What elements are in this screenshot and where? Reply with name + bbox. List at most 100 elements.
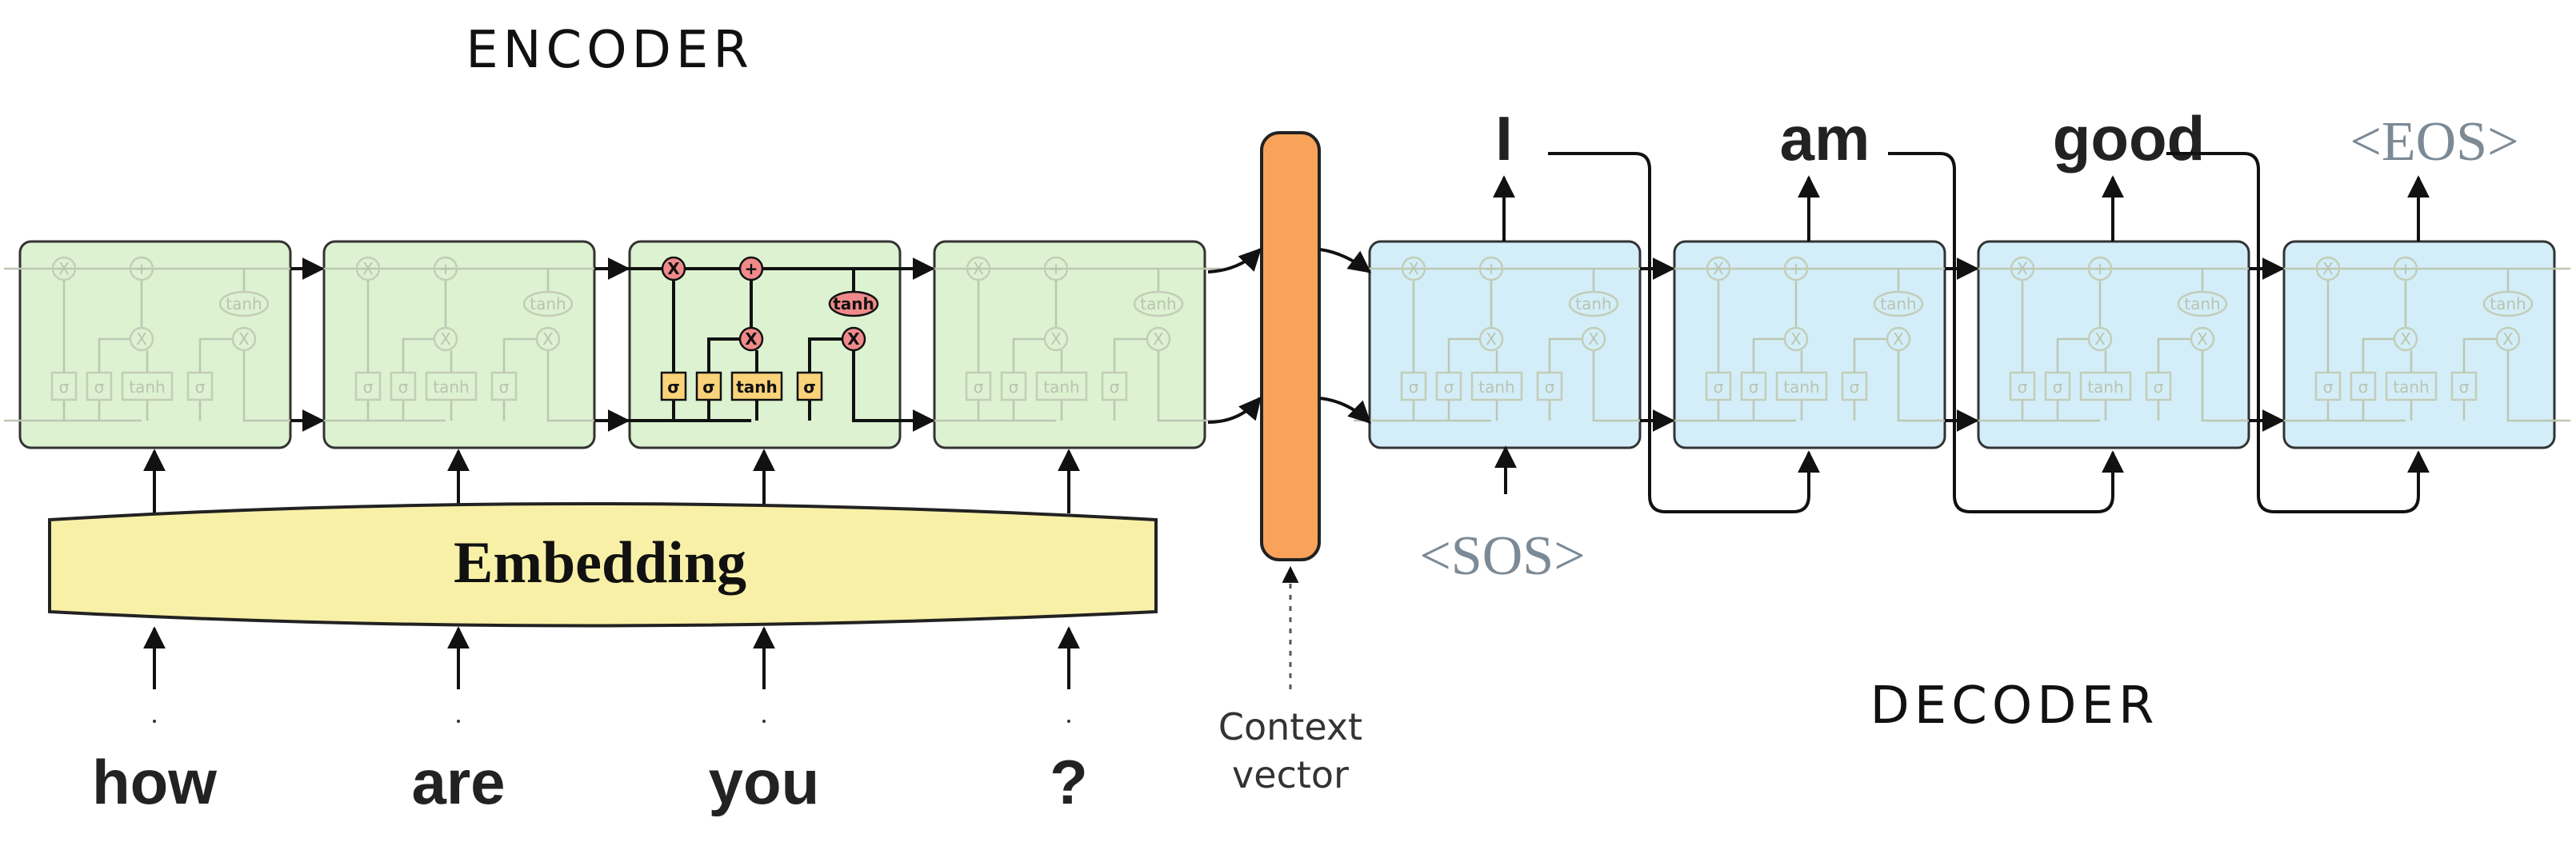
input-word-4: ? xyxy=(1050,747,1088,817)
tanh-label: tanh xyxy=(530,294,566,313)
gate-label: σ xyxy=(398,377,409,397)
op-4 xyxy=(841,326,866,352)
op-label: X xyxy=(1713,259,1724,278)
op-label: X xyxy=(2400,329,2411,349)
tanh-op xyxy=(522,290,574,317)
op-4 xyxy=(2495,326,2521,352)
gate-label: σ xyxy=(1714,377,1724,397)
op-1 xyxy=(2315,256,2341,281)
op-2 xyxy=(1478,256,1504,281)
gate-label: σ xyxy=(702,377,715,397)
input-word-3: you xyxy=(709,747,820,817)
encoder-to-context-arrows xyxy=(1207,247,1372,424)
feedback-arrow xyxy=(2166,152,2430,513)
tanh-label: tanh xyxy=(1140,294,1176,313)
gate-label: σ xyxy=(195,377,206,397)
gate-label: tanh xyxy=(736,377,778,397)
gate-label: tanh xyxy=(1783,377,1819,397)
op-label: + xyxy=(1790,259,1803,278)
gate-label: σ xyxy=(974,377,984,397)
op-1 xyxy=(51,256,77,281)
output-token-1: I xyxy=(1495,103,1513,174)
op-2 xyxy=(433,256,458,281)
gate-label: σ xyxy=(1545,377,1555,397)
gate-label: σ xyxy=(499,377,510,397)
op-label: + xyxy=(1485,259,1498,278)
embedding-layer: Embedding xyxy=(48,502,1158,628)
gate-label: σ xyxy=(2018,377,2028,397)
op-label: X xyxy=(2017,259,2028,278)
gate-label: tanh xyxy=(2087,377,2123,397)
op-label: + xyxy=(745,259,758,278)
op-4 xyxy=(231,326,257,352)
context-vector: Context vector xyxy=(1218,131,1362,796)
context-label-line2: vector xyxy=(1232,753,1349,796)
op-label: X xyxy=(542,329,554,349)
op-1 xyxy=(966,256,991,281)
gate-label: σ xyxy=(59,377,70,397)
gate-label: σ xyxy=(667,377,680,397)
tanh-op xyxy=(828,290,879,317)
op-label: X xyxy=(2094,329,2106,349)
op-1 xyxy=(1401,256,1426,281)
op-4 xyxy=(2190,326,2215,352)
gate-label: tanh xyxy=(129,377,165,397)
gate-label: σ xyxy=(363,377,374,397)
op-label: X xyxy=(1050,329,1062,349)
decoder-start-input: <SOS> xyxy=(1419,445,1586,587)
op-2 xyxy=(2393,256,2418,281)
tanh-label: tanh xyxy=(226,294,262,313)
op-label: + xyxy=(439,259,453,278)
encoder-title: ENCODER xyxy=(466,21,754,80)
gate-label: tanh xyxy=(433,377,469,397)
op-4 xyxy=(1581,326,1606,352)
tanh-label: tanh xyxy=(833,294,874,313)
op-label: X xyxy=(2502,329,2514,349)
op-1 xyxy=(1706,256,1731,281)
input-word-2: are xyxy=(411,747,505,817)
output-token-3: good xyxy=(2053,103,2206,174)
op-label: X xyxy=(745,329,758,349)
op-label: X xyxy=(136,329,147,349)
op-3 xyxy=(738,326,764,352)
op-label: X xyxy=(362,259,374,278)
op-label: X xyxy=(667,259,680,278)
op-3 xyxy=(2087,326,2113,352)
gate-label: σ xyxy=(2459,377,2470,397)
op-label: X xyxy=(1408,259,1419,278)
tanh-op xyxy=(1568,290,1619,317)
output-token-4: <EOS> xyxy=(2350,111,2518,173)
op-3 xyxy=(1043,326,1069,352)
op-2 xyxy=(1043,256,1069,281)
gate-label: σ xyxy=(94,377,105,397)
tanh-op xyxy=(2482,290,2534,317)
op-label: X xyxy=(973,259,984,278)
gate-label: σ xyxy=(2154,377,2164,397)
op-4 xyxy=(1886,326,1911,352)
gate-label: σ xyxy=(1749,377,1759,397)
tanh-label: tanh xyxy=(1575,294,1611,313)
op-label: X xyxy=(847,329,860,349)
op-label: X xyxy=(1588,329,1599,349)
op-label: X xyxy=(440,329,451,349)
embedding-label: Embedding xyxy=(454,530,746,596)
op-label: X xyxy=(58,259,70,278)
input-word-1: how xyxy=(92,747,217,817)
op-1 xyxy=(2010,256,2035,281)
op-label: X xyxy=(1486,329,1497,349)
op-3 xyxy=(129,326,154,352)
op-label: X xyxy=(2197,329,2208,349)
op-label: + xyxy=(2094,259,2107,278)
sos-token: <SOS> xyxy=(1419,525,1585,587)
op-2 xyxy=(2087,256,2113,281)
op-1 xyxy=(355,256,381,281)
gate-label: tanh xyxy=(1043,377,1079,397)
tanh-label: tanh xyxy=(2490,294,2526,313)
